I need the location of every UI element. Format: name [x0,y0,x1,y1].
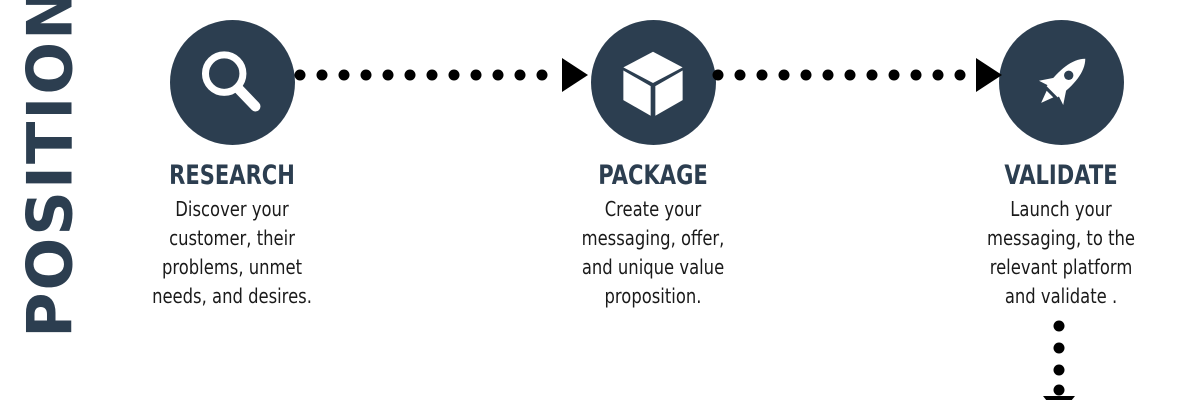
step-title: VALIDATE [1004,160,1118,191]
arrowhead [976,58,1002,92]
box-icon [623,51,683,116]
step-description: Launch your messaging, to the relevant p… [971,195,1151,311]
dotted-arrow-connector-down [1043,320,1075,400]
dotted-arrow-connector [712,58,1002,92]
step-package: PACKAGE Create your messaging, offer, an… [543,20,763,311]
description-line: Create your [604,197,702,221]
step-research: RESEARCH Discover your customer, their p… [122,20,342,311]
validate-circle [998,20,1124,145]
step-description: Create your messaging, offer, and unique… [563,195,743,311]
research-circle [169,20,295,145]
package-circle [590,20,716,145]
description-line: problems, unmet [161,255,303,279]
step-title: RESEARCH [169,160,295,191]
rocket-icon [1038,58,1086,105]
side-title: POSITION [13,0,87,338]
description-line: and unique value [581,255,725,279]
description-line: needs, and desires. [152,284,312,308]
magnifying-glass-icon [201,50,261,111]
description-line: relevant platform [989,255,1133,279]
description-line: messaging, offer, [581,226,725,250]
description-line: messaging, to the [986,226,1135,250]
arrowhead [562,58,588,92]
description-line: Launch your [1010,197,1112,221]
dotted-arrow-connector [294,58,588,92]
step-title: PACKAGE [598,160,708,191]
description-line: proposition. [604,284,702,308]
arrowhead [1043,396,1075,400]
description-line: Discover your [175,197,289,221]
description-line: and validate . [1004,284,1118,308]
step-description: Discover your customer, their problems, … [142,195,322,311]
description-line: customer, their [169,226,295,250]
step-validate: VALIDATE Launch your messaging, to the r… [951,20,1171,311]
